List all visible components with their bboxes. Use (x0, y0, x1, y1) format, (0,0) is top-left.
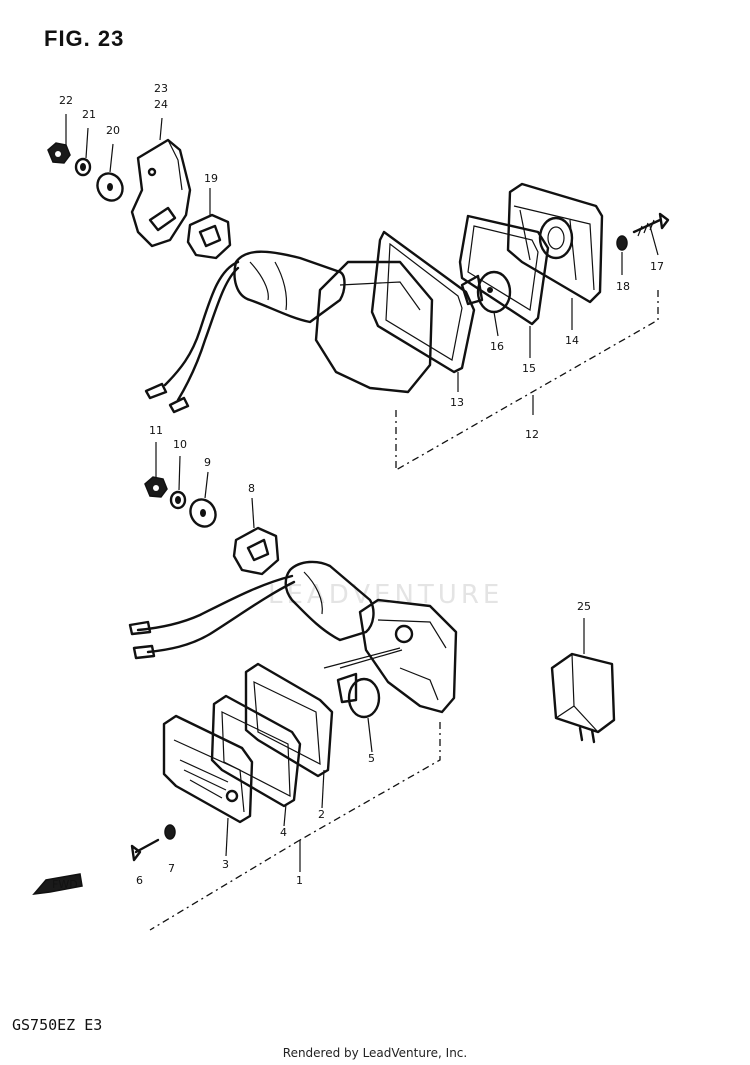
part-lock-washer-lower (169, 490, 187, 510)
part-screw-17 (632, 212, 670, 237)
direction-label: FWD (52, 878, 78, 891)
part-wiring-lower (128, 574, 296, 660)
part-signal-body-upper (233, 250, 434, 394)
part-washer-upper (96, 172, 124, 202)
callout-16: 16 (490, 340, 504, 353)
part-gasket-lower (244, 662, 334, 778)
part-washer-7 (164, 824, 176, 840)
callout-19: 19 (204, 172, 218, 185)
front-arrow-icon (32, 873, 83, 895)
callout-14: 14 (565, 334, 579, 347)
callout-21: 21 (82, 108, 96, 121)
part-bracket (130, 138, 192, 248)
part-screw-6 (130, 838, 160, 862)
watermark: LEADVENTURE (268, 580, 504, 610)
callout-5: 5 (368, 752, 375, 765)
part-nut-upper (47, 142, 71, 164)
callout-22: 22 (59, 94, 73, 107)
part-lens-lower (162, 714, 254, 824)
part-lens-gasket-lower (210, 694, 302, 808)
callout-8: 8 (248, 482, 255, 495)
part-relay (550, 652, 616, 744)
part-washer-18 (616, 235, 628, 251)
part-grommet-lower (232, 526, 280, 576)
part-lock-washer-upper (74, 157, 92, 177)
callout-17: 17 (650, 260, 664, 273)
callout-13: 13 (450, 396, 464, 409)
callout-12: 12 (525, 428, 539, 441)
callout-11: 11 (149, 424, 163, 437)
callout-15: 15 (522, 362, 536, 375)
figure-title: FIG. 23 (44, 26, 125, 51)
part-nut-lower (144, 476, 168, 498)
leader-lines-lower (149, 442, 585, 931)
part-lens-upper (506, 182, 604, 304)
callout-10: 10 (173, 438, 187, 451)
part-wiring-upper (144, 260, 240, 414)
part-gasket-upper (370, 230, 476, 374)
callout-25: 25 (577, 600, 591, 613)
part-bulb-lower (323, 647, 403, 719)
leader-lines-upper (65, 114, 659, 471)
footer-credit: Rendered by LeadVenture, Inc. (282, 1046, 468, 1060)
callout-3: 3 (222, 858, 229, 871)
callout-23: 23 (154, 82, 168, 95)
callout-20: 20 (106, 124, 120, 137)
model-code: GS750EZ E3 (12, 1016, 103, 1034)
callout-6: 6 (136, 874, 143, 887)
callout-2: 2 (318, 808, 325, 821)
callout-7: 7 (168, 862, 175, 875)
callout-4: 4 (280, 826, 287, 839)
callout-24: 24 (154, 98, 168, 111)
part-grommet-upper (186, 213, 232, 260)
part-signal-body-lower (284, 560, 458, 714)
callout-1: 1 (296, 874, 303, 887)
callout-9: 9 (204, 456, 211, 469)
part-washer-lower (189, 498, 217, 528)
callout-18: 18 (616, 280, 630, 293)
